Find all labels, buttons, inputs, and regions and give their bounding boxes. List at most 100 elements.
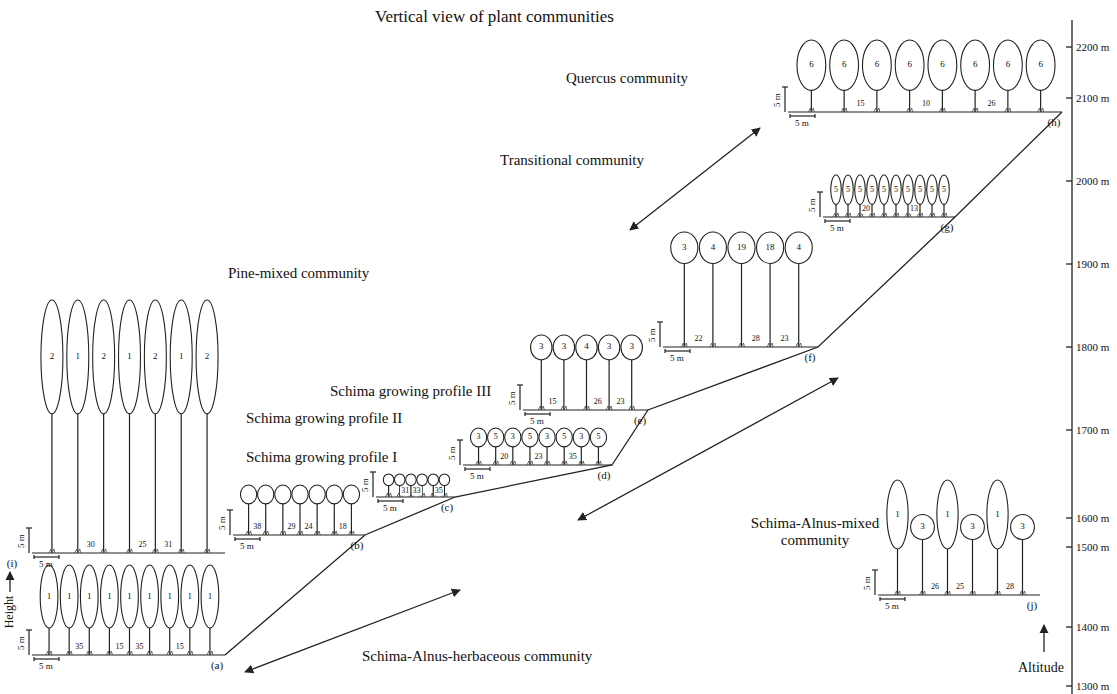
species-number: 6 [907,60,912,70]
tree-trunk [334,504,335,535]
species-number: 15 [175,643,185,652]
herb-tuft [147,651,153,655]
tree-crown [576,335,597,360]
panel-letter: (a) [211,659,223,671]
tree-trunk [741,263,742,347]
tree-crown [915,175,926,204]
tree-trunk [149,628,150,655]
tree-trunk [947,549,948,595]
scale-bar [874,570,875,595]
species-number: 26 [930,583,940,592]
tree-crown [961,40,990,90]
species-number: 3 [511,433,515,442]
herb-tuft [476,461,482,465]
scale-bar [849,219,850,223]
species-number: 1 [67,592,72,602]
altitude-tick: 1600 m [1076,512,1109,524]
tree-crown [862,40,891,90]
tree-trunk [1022,540,1023,596]
herb-tuft [578,461,584,465]
herb-tuft [970,591,976,595]
species-number: 3 [539,342,544,352]
scale-bar [790,115,815,116]
ground-line [663,346,818,347]
species-number: 28 [1005,583,1015,592]
herb-tuft [167,651,173,655]
tree-trunk [282,504,283,535]
species-number: 3 [920,522,925,532]
herb-tuft [917,213,923,217]
scale-label: 5 m [383,504,397,514]
scale-bar [789,114,790,118]
ground-line [32,654,225,655]
scale-bar [235,538,260,539]
species-number: 3 [682,243,687,253]
species-number: 30 [86,541,96,550]
herb-tuft [331,531,337,535]
tree-crown [671,232,698,263]
tree-crown [831,175,842,204]
species-number: 6 [973,60,978,70]
species-number: 2 [153,352,158,362]
herb-tuft [544,461,550,465]
scale-bar [34,658,59,659]
herb-tuft [895,591,901,595]
scale-bar [234,537,235,541]
species-number: 5 [942,185,946,194]
species-number: 23 [534,453,544,462]
range-arrow [578,378,838,520]
scale-label: 5 m [530,417,544,427]
species-number: 5 [834,185,838,194]
panel-letter: (e) [634,414,646,426]
scale-bar [819,192,820,217]
herb-tuft [857,213,863,217]
herb-tuft [386,493,392,497]
scale-label: 5 m [218,516,228,530]
scale-bar [872,569,878,570]
species-number: 19 [737,243,746,253]
species-number: 5 [528,433,532,442]
tree-trunk [155,414,156,553]
scale-bar [229,510,230,535]
tree-crown [417,474,428,486]
scale-bar [689,349,690,353]
scale-bar [34,556,59,557]
scale-bar [459,440,460,465]
herb-tuft [527,461,533,465]
tree-crown [470,428,486,447]
species-number: 1 [107,592,112,602]
tree-crown [201,565,219,628]
species-number: 28 [751,335,761,344]
herb-tuft [833,213,839,217]
herb-tuft [49,549,55,553]
species-number: 6 [809,60,814,70]
herb-tuft [178,549,184,553]
species-number: 13 [909,205,919,214]
species-number: 1 [87,592,92,602]
tree-crown [93,300,115,414]
species-number: 5 [918,185,922,194]
scale-label: 5 m [808,198,818,212]
tree-crown [843,175,854,204]
community-label: Schima growing profile I [246,449,397,466]
herb-tuft [280,531,286,535]
herb-tuft [874,108,880,112]
herb-tuft [246,531,252,535]
tree-trunk [608,360,609,410]
tree-crown [101,565,119,628]
species-number: 4 [796,243,801,253]
tree-crown [987,480,1008,549]
scale-label: 5 m [773,93,783,107]
altitude-arrow [1043,625,1044,652]
herb-tuft [845,213,851,217]
scale-label: 5 m [670,354,684,364]
herb-tuft [66,651,72,655]
herb-tuft [207,651,213,655]
tree-crown [785,232,812,263]
axis-ticks [1066,47,1072,686]
scale-bar [370,471,376,472]
scale-bar [549,412,550,416]
herb-tuft [127,651,133,655]
panel-letter: (j) [1027,599,1037,611]
herb-tuft [767,343,773,347]
